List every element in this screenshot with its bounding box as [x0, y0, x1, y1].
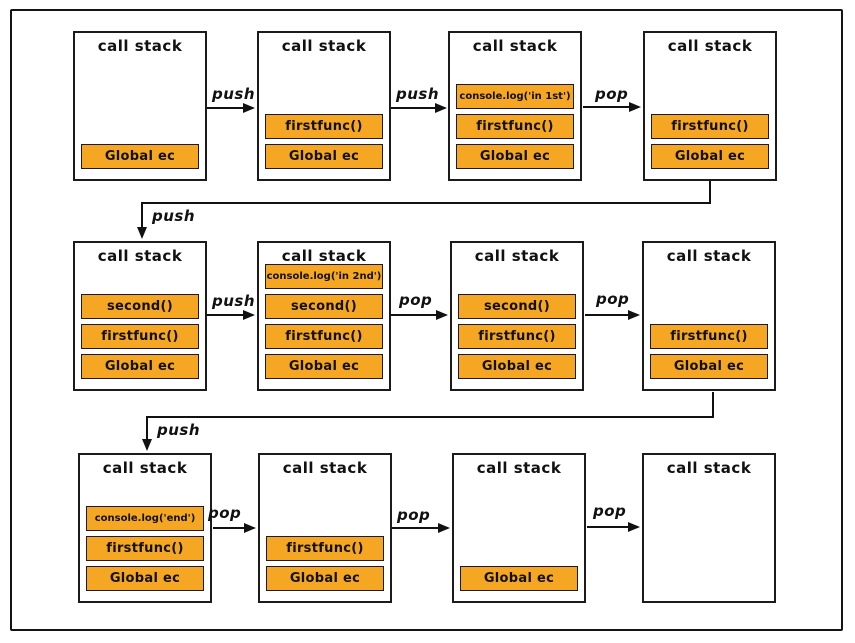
call-stack-box-6: call stack console.log('in 2nd') second()… — [257, 241, 391, 391]
frames: Global ec — [75, 55, 205, 179]
arrow-label-push: push — [212, 292, 256, 310]
stack-frame: firstfunc() — [458, 324, 576, 349]
frames: second() firstfunc() Global ec — [452, 265, 582, 389]
stack-frame: Global ec — [265, 144, 383, 169]
stack-frame: firstfunc() — [650, 324, 768, 349]
stack-frame: second() — [81, 294, 199, 319]
call-stack-box-11: call stack Global ec — [452, 453, 586, 603]
frames: firstfunc() Global ec — [259, 55, 389, 179]
stack-frame: firstfunc() — [86, 536, 204, 561]
stack-frame: firstfunc() — [81, 324, 199, 349]
stack-frame: Global ec — [458, 354, 576, 379]
stack-title: call stack — [666, 459, 752, 477]
call-stack-box-10: call stack firstfunc() Global ec — [258, 453, 392, 603]
arrow-label-push: push — [212, 85, 256, 103]
frames — [644, 477, 774, 601]
frames: console.log('in 2nd') second() firstfunc()… — [259, 264, 389, 389]
stack-frame: Global ec — [81, 354, 199, 379]
stack-frame: Global ec — [460, 566, 578, 591]
stack-frame: Global ec — [651, 144, 769, 169]
arrow-label-pop: pop — [397, 506, 431, 524]
call-stack-box-9: call stack console.log('end') firstfunc()… — [78, 453, 212, 603]
arrow-label-pop: pop — [593, 502, 627, 520]
stack-frame: Global ec — [650, 354, 768, 379]
arrow-label-push: push — [157, 421, 201, 439]
call-stack-box-7: call stack second() firstfunc() Global ec — [450, 241, 584, 391]
stack-frame: console.log('end') — [86, 506, 204, 531]
stack-frame: Global ec — [456, 144, 574, 169]
frames: firstfunc() Global ec — [644, 265, 774, 389]
stack-frame: Global ec — [86, 566, 204, 591]
stack-title: call stack — [102, 459, 188, 477]
stack-title: call stack — [666, 247, 752, 265]
arrow-label-pop: pop — [596, 290, 630, 308]
call-stack-box-5: call stack second() firstfunc() Global ec — [73, 241, 207, 391]
stack-title: call stack — [281, 37, 367, 55]
stack-frame: Global ec — [81, 144, 199, 169]
stack-frame: Global ec — [266, 566, 384, 591]
arrow-label-push: push — [396, 85, 440, 103]
stack-frame: firstfunc() — [265, 114, 383, 139]
call-stack-box-12: call stack — [642, 453, 776, 603]
stack-frame: Global ec — [265, 354, 383, 379]
stack-title: call stack — [281, 247, 367, 265]
stack-title: call stack — [476, 459, 562, 477]
arrow-label-pop: pop — [595, 85, 629, 103]
stack-frame: console.log('in 1st') — [456, 84, 574, 109]
stack-frame: firstfunc() — [651, 114, 769, 139]
call-stack-box-4: call stack firstfunc() Global ec — [643, 31, 777, 181]
stack-title: call stack — [472, 37, 558, 55]
stack-frame: firstfunc() — [266, 536, 384, 561]
arrow-label-push: push — [152, 207, 196, 225]
stack-title: call stack — [667, 37, 753, 55]
call-stack-box-3: call stack console.log('in 1st') firstfun… — [448, 31, 582, 181]
stack-frame: firstfunc() — [265, 324, 383, 349]
call-stack-box-8: call stack firstfunc() Global ec — [642, 241, 776, 391]
arrow-label-pop: pop — [208, 504, 242, 522]
frames: firstfunc() Global ec — [645, 55, 775, 179]
frames: firstfunc() Global ec — [260, 477, 390, 601]
stack-title: call stack — [97, 247, 183, 265]
arrow-label-pop: pop — [399, 291, 433, 309]
stack-frame: console.log('in 2nd') — [265, 264, 383, 289]
stack-frame: second() — [265, 294, 383, 319]
stack-frame: second() — [458, 294, 576, 319]
stack-title: call stack — [282, 459, 368, 477]
call-stack-box-1: call stack Global ec — [73, 31, 207, 181]
stack-title: call stack — [97, 37, 183, 55]
stack-frame: firstfunc() — [456, 114, 574, 139]
frames: Global ec — [454, 477, 584, 601]
frames: console.log('end') firstfunc() Global ec — [80, 477, 210, 601]
frames: console.log('in 1st') firstfunc() Global e… — [450, 55, 580, 179]
frames: second() firstfunc() Global ec — [75, 265, 205, 389]
call-stack-box-2: call stack firstfunc() Global ec — [257, 31, 391, 181]
stack-title: call stack — [474, 247, 560, 265]
